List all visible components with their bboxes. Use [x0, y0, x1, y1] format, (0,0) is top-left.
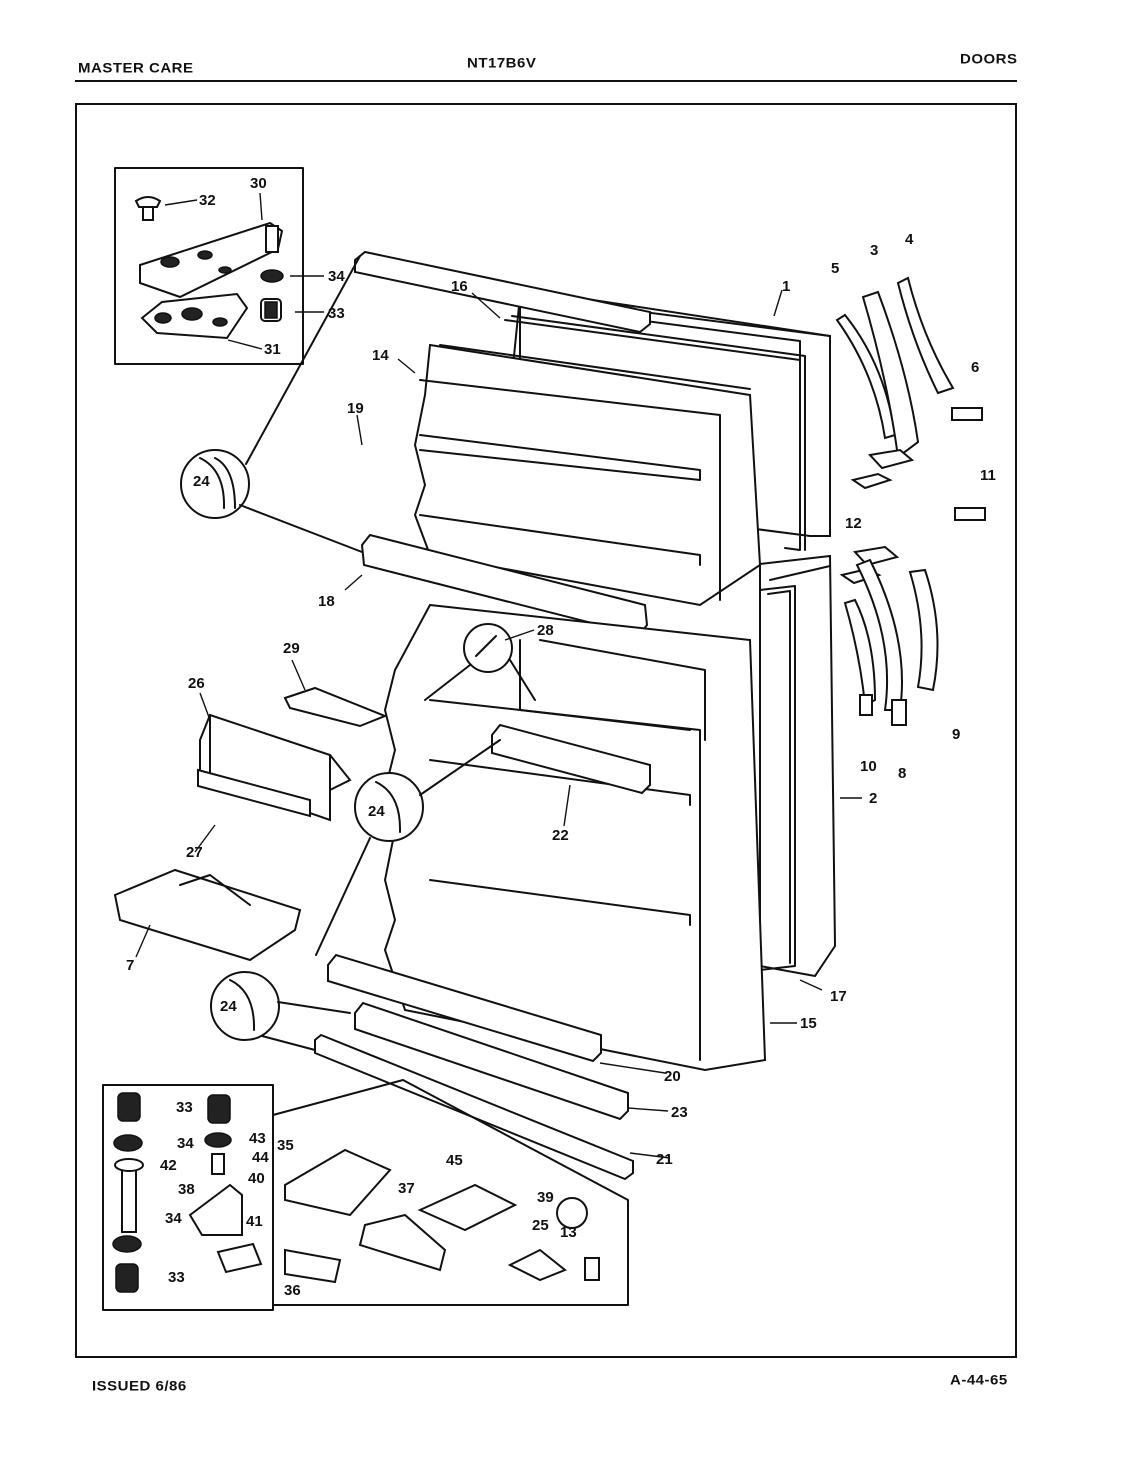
bottom-hinge-parts	[272, 1079, 629, 1306]
fresh-food-door-panel	[759, 554, 837, 978]
cap-detail-28	[424, 623, 536, 701]
fresh-food-gasket	[759, 585, 796, 971]
callout-34-top: 34	[328, 268, 345, 285]
callout-35: 35	[277, 1137, 294, 1154]
callout-44: 44	[252, 1149, 269, 1166]
callout-37: 37	[398, 1180, 415, 1197]
diagram-frame	[75, 103, 1017, 1358]
callout-30: 30	[250, 175, 267, 192]
callout-15: 15	[800, 1015, 817, 1032]
callout-41: 41	[246, 1213, 263, 1230]
callout-38: 38	[178, 1181, 195, 1198]
top-hinge-inset	[114, 167, 304, 365]
cap-detail-bottom	[210, 971, 351, 1051]
callout-20: 20	[664, 1068, 681, 1085]
shelf-retainer-22	[491, 723, 651, 795]
fresh-food-door-liner	[383, 603, 767, 1072]
callout-24-top: 24	[193, 473, 210, 490]
callout-33-upper-inset: 33	[176, 1099, 193, 1116]
callout-3: 3	[870, 242, 878, 259]
callout-34-lower-inset: 34	[165, 1210, 182, 1227]
egg-tray	[113, 868, 302, 962]
callout-14: 14	[372, 347, 389, 364]
callout-40: 40	[248, 1170, 265, 1187]
cap-detail-middle	[315, 739, 501, 956]
callout-22: 22	[552, 827, 569, 844]
callout-labels: 1 2 3 4 5 6 7 8 9 10 11 12 13 14 15 16 1…	[126, 175, 996, 1299]
callout-21: 21	[656, 1151, 673, 1168]
header-rule	[75, 80, 1017, 82]
callout-2: 2	[869, 790, 877, 807]
callout-24-middle: 24	[368, 803, 385, 820]
callout-10: 10	[860, 758, 877, 775]
callout-6: 6	[971, 359, 979, 376]
dairy-door-clip	[283, 686, 388, 728]
handle-straps-upper	[835, 276, 983, 459]
page-code: A-44-65	[950, 1372, 1008, 1389]
freezer-door-liner	[413, 343, 762, 607]
callout-9: 9	[952, 726, 960, 743]
callout-36: 36	[284, 1282, 301, 1299]
callout-45: 45	[446, 1152, 463, 1169]
callout-5: 5	[831, 260, 839, 277]
callout-4: 4	[905, 231, 914, 248]
callout-31: 31	[264, 341, 281, 358]
callout-26: 26	[188, 675, 205, 692]
callout-7: 7	[126, 957, 134, 974]
callout-11: 11	[980, 467, 996, 484]
callout-29: 29	[283, 640, 300, 657]
callout-42: 42	[160, 1157, 177, 1174]
section-title: DOORS	[960, 51, 1018, 68]
freezer-gasket	[504, 319, 801, 551]
cap-detail-top	[180, 255, 363, 553]
shelf-rail-21	[314, 1033, 634, 1181]
callout-25: 25	[532, 1217, 549, 1234]
handle-straps-lower	[843, 558, 939, 726]
callout-33-lower-inset: 33	[168, 1269, 185, 1286]
shelf-rail-20	[327, 953, 602, 1063]
callout-24-bottom: 24	[220, 998, 237, 1015]
callout-17: 17	[830, 988, 847, 1005]
callout-12: 12	[845, 515, 862, 532]
callout-16: 16	[451, 278, 468, 295]
callout-33-top: 33	[328, 305, 345, 322]
callout-39: 39	[537, 1189, 554, 1206]
callout-1: 1	[782, 278, 790, 295]
freezer-shelf-rail-19	[354, 250, 651, 334]
callout-34-upper-inset: 34	[177, 1135, 194, 1152]
callout-23: 23	[671, 1104, 688, 1121]
callout-27: 27	[186, 844, 203, 861]
issue-date: ISSUED 6/86	[92, 1378, 187, 1395]
callout-8: 8	[898, 765, 906, 782]
callout-28: 28	[537, 622, 554, 639]
manufacturer-label: MASTER CARE	[78, 60, 194, 77]
callout-19: 19	[347, 400, 364, 417]
bottom-hinge-inset	[102, 1084, 274, 1311]
model-number: NT17B6V	[467, 55, 537, 72]
shelf-rail-23	[354, 1001, 629, 1121]
callout-13: 13	[560, 1224, 577, 1241]
freezer-shelf-rail-18	[360, 533, 649, 637]
callout-43: 43	[249, 1130, 266, 1147]
dairy-compartment	[197, 713, 352, 822]
callout-32: 32	[199, 192, 216, 209]
leader-lines	[135, 192, 862, 1159]
callout-18: 18	[318, 593, 335, 610]
